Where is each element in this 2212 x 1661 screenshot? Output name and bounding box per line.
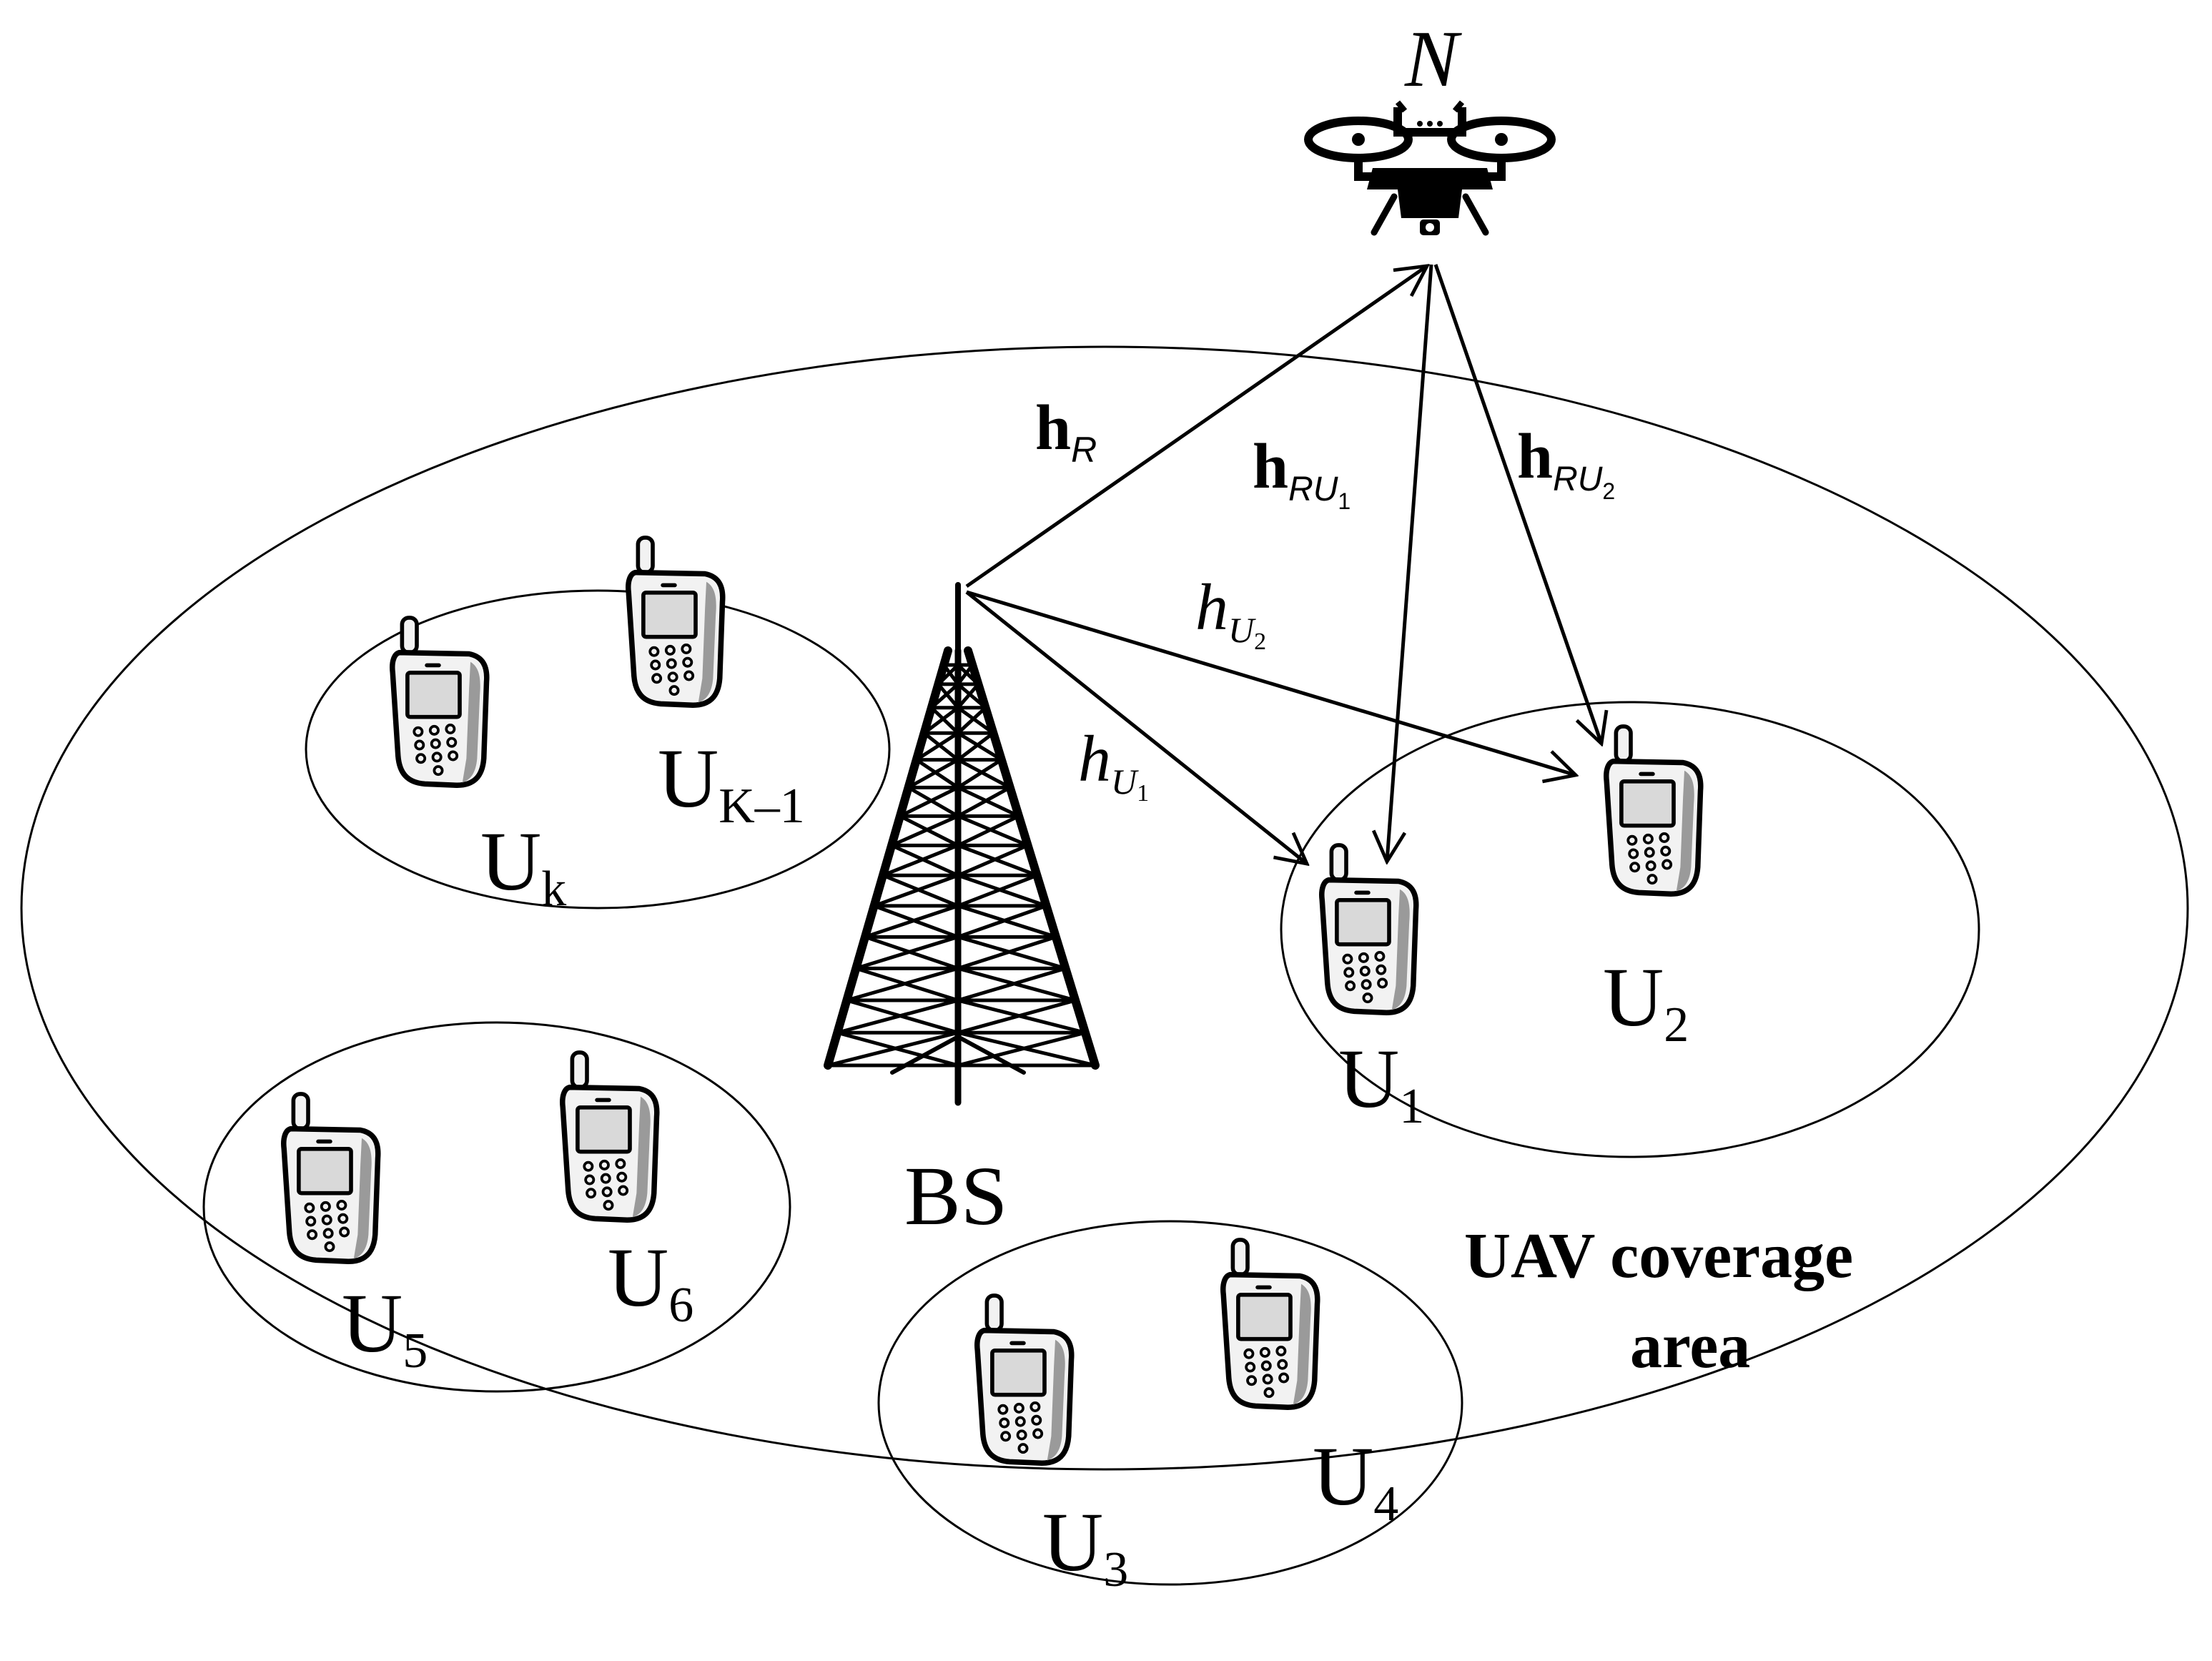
- arrow-hU2: [966, 590, 1576, 775]
- arrow-hRU2: [1433, 264, 1601, 744]
- channel-label-hRU2: hRU2: [1517, 421, 1615, 504]
- bs-label: BS: [904, 1149, 1007, 1243]
- mobile-phone-icon-u2: [1606, 726, 1701, 894]
- mobile-phone-icon-uk1: [628, 538, 723, 705]
- cell-tower-icon: [824, 582, 1100, 1106]
- user-label-u2: U2: [1603, 950, 1689, 1053]
- mobile-phone-icon-u4: [1223, 1240, 1318, 1407]
- coverage-label-line1: UAV coverage: [1464, 1221, 1853, 1291]
- arrow-hRU1: [1387, 264, 1433, 862]
- user-label-u6: U6: [608, 1231, 693, 1333]
- user-label-uk1: UK–1: [658, 731, 805, 834]
- user-label-u3: U3: [1042, 1495, 1128, 1597]
- drone-icon: [1304, 100, 1556, 236]
- channel-arrows: [965, 264, 1601, 864]
- cluster-ellipse-uk: [305, 589, 891, 910]
- drone-label: N: [1404, 15, 1462, 104]
- mobile-phone-icon-u1: [1322, 845, 1416, 1012]
- coverage-label-line2: area: [1630, 1311, 1750, 1381]
- mobile-phone-icon-uk: [392, 618, 487, 785]
- cluster-ellipse-u1-u2: [1280, 701, 1980, 1158]
- user-label-u4: U4: [1313, 1429, 1398, 1532]
- channel-label-hRU1: hRU1: [1253, 431, 1351, 514]
- mobile-phone-icon-u5: [284, 1094, 378, 1261]
- mobile-phone-icon-u3: [977, 1296, 1072, 1463]
- user-label-u1: U1: [1338, 1032, 1424, 1134]
- user-label-u5: U5: [342, 1276, 428, 1379]
- uav-coverage-ellipse: [20, 345, 2189, 1471]
- cluster-ellipse-u5-u6: [202, 1021, 791, 1393]
- arrow-hU1: [965, 591, 1307, 864]
- mobile-phone-icon-u6: [563, 1053, 657, 1220]
- channel-label-hU2: hU2: [1195, 571, 1266, 655]
- channel-label-hR: hR: [1035, 393, 1097, 470]
- arrow-hR: [965, 266, 1427, 588]
- user-label-uk: Uk: [480, 814, 566, 917]
- channel-label-hU1: hU1: [1078, 722, 1149, 807]
- cluster-ellipse-u3-u4: [877, 1220, 1463, 1586]
